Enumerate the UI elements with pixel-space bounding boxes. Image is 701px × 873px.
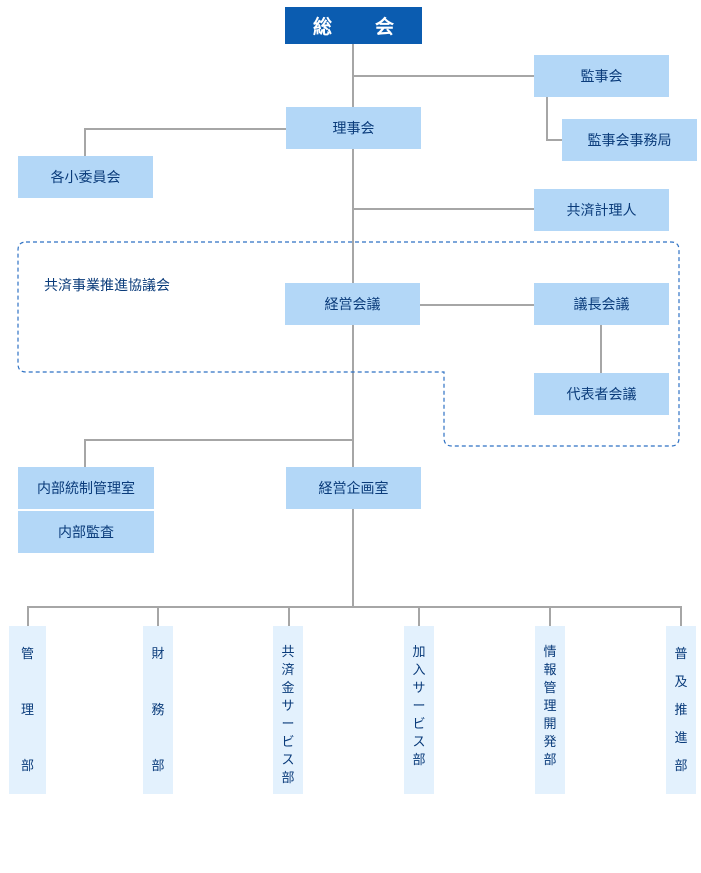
- department-box-fukyu-suishin[interactable]: 普及推進部: [666, 626, 696, 794]
- kanjikai-jimukyoku-connector-v: [546, 97, 548, 140]
- naibu-connector-h: [84, 439, 354, 441]
- dept-drop-2: [157, 606, 159, 626]
- department-label-char: 金: [281, 681, 295, 696]
- general-assembly-box[interactable]: 総 会: [285, 7, 422, 44]
- naibu-kansa-box[interactable]: 内部監査: [18, 511, 154, 553]
- dept-drop-6: [680, 606, 682, 626]
- department-label-char: 務: [151, 703, 165, 718]
- kakusho-connector-h: [84, 128, 286, 130]
- department-label-char: 部: [674, 759, 688, 774]
- department-label-char: 推: [674, 703, 688, 718]
- department-label-char: サ: [412, 681, 426, 696]
- keiei-kaigi-box[interactable]: 経営会議: [285, 283, 420, 325]
- kyosai-keirinin-box[interactable]: 共済計理人: [534, 189, 669, 231]
- naibu-tosei-box[interactable]: 内部統制管理室: [18, 467, 154, 509]
- department-label-char: 及: [674, 675, 688, 690]
- keiei-kikaku-box[interactable]: 経営企画室: [286, 467, 421, 509]
- kanjikai-jimukyoku-connector-h: [546, 139, 562, 141]
- department-label-char: 開: [543, 717, 557, 732]
- naibu-connector-v: [84, 439, 86, 467]
- department-box-kanyu-service[interactable]: 加入サービス部: [404, 626, 434, 794]
- department-label-char: ビ: [412, 717, 426, 732]
- kanjikai-box[interactable]: 監事会: [534, 55, 669, 97]
- kanjikai-connector: [352, 75, 534, 77]
- daihyosha-kaigi-box[interactable]: 代表者会議: [534, 373, 669, 415]
- dept-drop-3: [288, 606, 290, 626]
- department-label-char: ー: [412, 699, 426, 714]
- department-label-char: 管: [20, 647, 34, 662]
- kanjikai-jimukyoku-box[interactable]: 監事会事務局: [562, 119, 697, 161]
- department-label-char: ス: [281, 753, 295, 768]
- department-label-char: 発: [543, 735, 557, 750]
- department-label-char: 理: [20, 703, 34, 718]
- keirinin-connector: [352, 208, 534, 210]
- department-label-char: ス: [412, 735, 426, 750]
- department-label-char: 普: [674, 647, 688, 662]
- department-box-kyosaikin-service[interactable]: 共済金サービス部: [273, 626, 303, 794]
- gicho-connector: [420, 304, 534, 306]
- department-box-joho-kanri-kaihatsu[interactable]: 情報管理開発部: [535, 626, 565, 794]
- department-label-char: 財: [151, 647, 165, 662]
- department-label-char: ビ: [281, 735, 295, 750]
- department-label-char: ー: [281, 717, 295, 732]
- department-label-char: 進: [674, 731, 688, 746]
- dept-drop-1: [27, 606, 29, 626]
- dept-drop-4: [418, 606, 420, 626]
- departments-bus: [27, 606, 682, 608]
- kakusho-iinkai-box[interactable]: 各小委員会: [18, 156, 153, 198]
- rijikai-box[interactable]: 理事会: [286, 107, 421, 149]
- department-label-char: サ: [281, 699, 295, 714]
- department-label-char: 理: [543, 699, 557, 714]
- council-label: 共済事業推進協議会: [44, 278, 170, 294]
- department-label-char: 共: [281, 645, 295, 660]
- gicho-kaigi-box[interactable]: 議長会議: [534, 283, 669, 325]
- kakusho-connector-v: [84, 128, 86, 156]
- department-label-char: 部: [543, 753, 557, 768]
- dept-drop-5: [549, 606, 551, 626]
- department-label-char: 報: [543, 663, 557, 678]
- department-box-zaimu[interactable]: 財務部: [143, 626, 173, 794]
- department-label-char: 管: [543, 681, 557, 696]
- department-label-char: 加: [412, 645, 426, 660]
- department-label-char: 部: [20, 759, 34, 774]
- department-label-char: 部: [281, 771, 295, 786]
- department-label-char: 入: [412, 663, 426, 678]
- department-label-char: 情: [543, 645, 557, 660]
- department-label-char: 部: [412, 753, 426, 768]
- department-label-char: 済: [281, 663, 295, 678]
- department-label-char: 部: [151, 759, 165, 774]
- department-box-kanri[interactable]: 管理部: [9, 626, 46, 794]
- daihyosha-connector: [600, 325, 602, 373]
